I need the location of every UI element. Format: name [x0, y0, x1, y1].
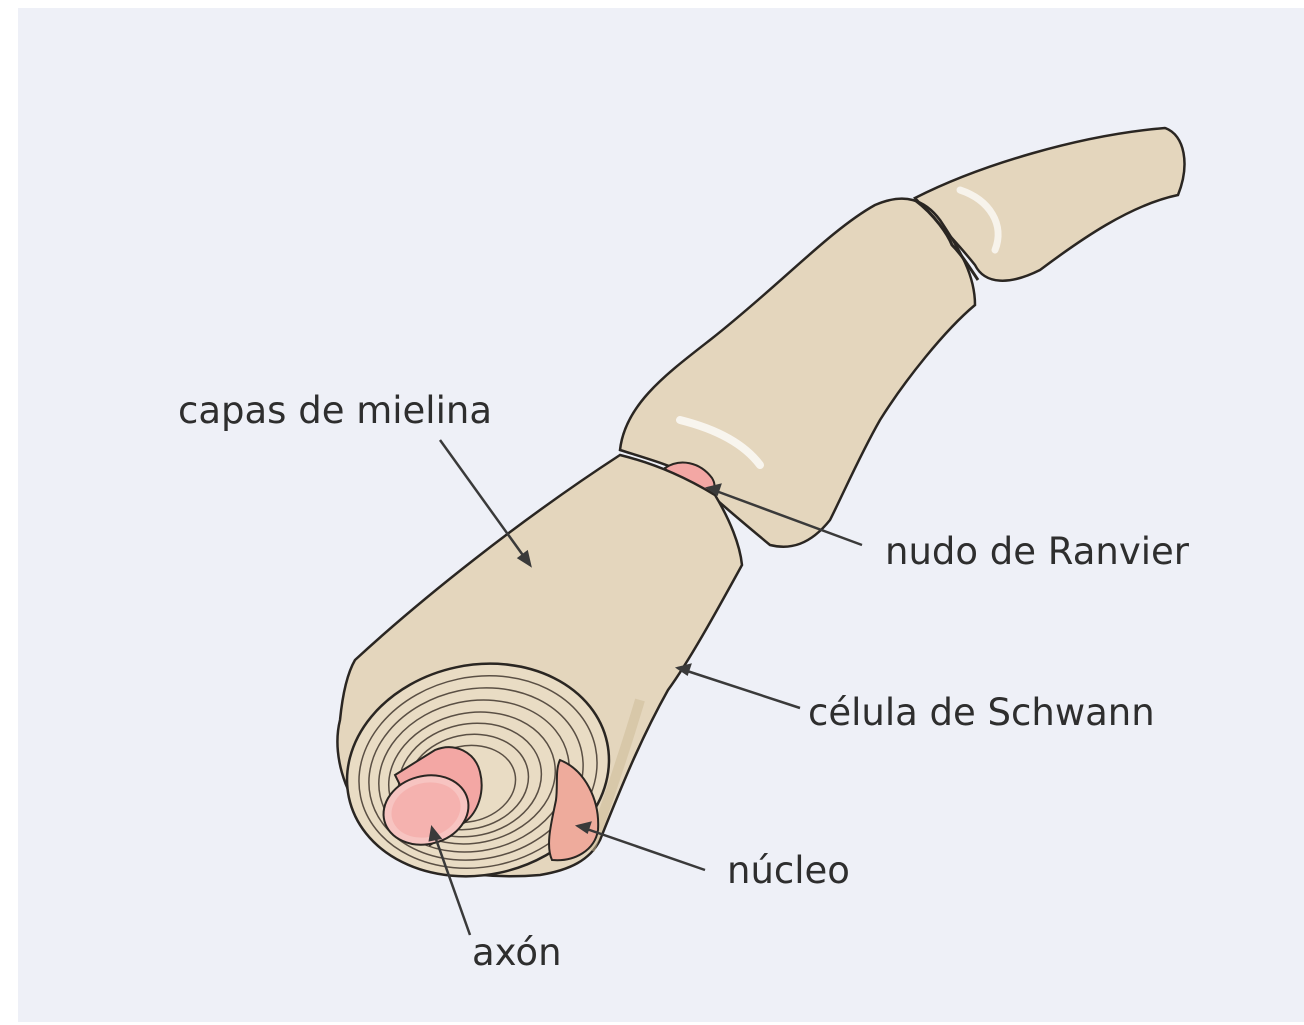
label-nucleus: núcleo	[727, 852, 850, 889]
label-axon: axón	[472, 934, 562, 971]
label-schwann-cell: célula de Schwann	[808, 694, 1155, 731]
label-myelin-layers: capas de mielina	[178, 392, 492, 429]
label-node-of-ranvier: nudo de Ranvier	[885, 533, 1189, 570]
